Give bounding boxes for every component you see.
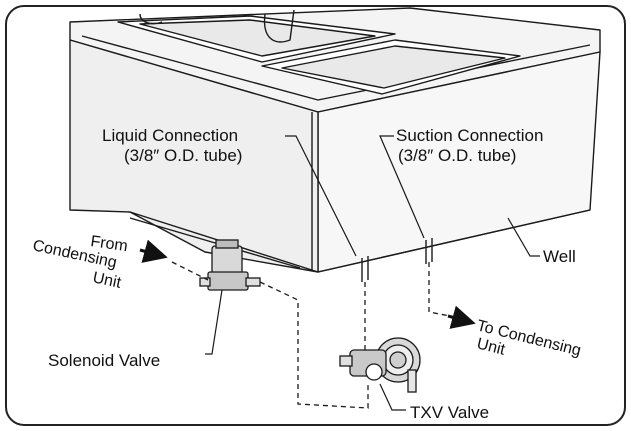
- label-suction-tube-size: (3/8″ O.D. tube): [398, 146, 516, 165]
- pan-right-inner: [281, 45, 506, 89]
- label-from: From: [89, 233, 128, 255]
- label-txv-valve: TXV Valve: [410, 403, 489, 422]
- suction-stub: [425, 238, 433, 264]
- leader-solenoid: [205, 289, 223, 355]
- line-solenoid-to-txv: [259, 281, 369, 409]
- flow-arrows: [139, 239, 476, 329]
- well-bottom-lip: [129, 217, 301, 269]
- txv-bulb: [407, 369, 417, 393]
- leader-txv: [379, 383, 406, 411]
- line-from-condensing: [171, 261, 209, 281]
- label-well: Well: [543, 247, 576, 266]
- leader-liquid: [285, 135, 357, 257]
- txv-port: [365, 363, 383, 381]
- label-solenoid-valve: Solenoid Valve: [48, 351, 160, 370]
- txv-inlet: [339, 355, 353, 367]
- well-rim-inner: [81, 35, 591, 101]
- pan-ladle-2: [139, 13, 163, 25]
- refrigerant-lines: [171, 261, 451, 409]
- arrow-to-condensing: [447, 305, 476, 329]
- pan-left-inner: [139, 19, 376, 57]
- liquid-stub: [361, 256, 369, 282]
- pan-ladle: [263, 9, 295, 43]
- solenoid-fitting: [245, 277, 261, 287]
- label-suction-connection: Suction Connection: [396, 126, 543, 145]
- label-liquid-tube-size: (3/8″ O.D. tube): [124, 146, 242, 165]
- solenoid-coil-top: [215, 239, 239, 249]
- leader-well: [507, 217, 540, 257]
- line-suction-out: [428, 262, 451, 317]
- well-side-face: [69, 39, 319, 273]
- label-to-condensing-unit: Unit: [475, 335, 507, 359]
- txv-coil-3: [389, 351, 407, 369]
- well-bottom: [129, 209, 591, 273]
- label-liquid-connection: Liquid Connection: [102, 126, 238, 145]
- solenoid-coil: [211, 245, 243, 275]
- label-unit-from: Unit: [91, 269, 123, 292]
- txv-valve-drawing: [339, 337, 421, 393]
- leader-suction: [379, 135, 425, 239]
- leader-lines: [205, 135, 540, 411]
- arrow-from-condensing: [139, 239, 168, 263]
- well-unit-drawing: [69, 7, 601, 282]
- solenoid-body: [207, 271, 249, 291]
